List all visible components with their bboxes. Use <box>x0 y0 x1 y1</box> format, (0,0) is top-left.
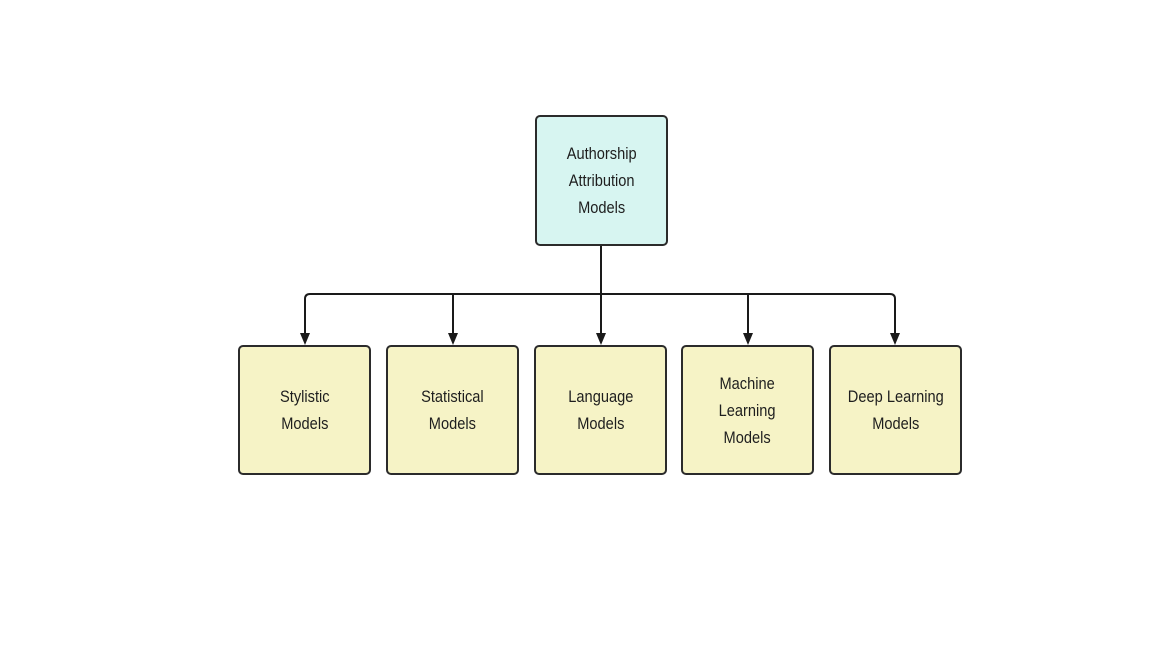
child-node-label: Statistical Models <box>421 387 484 433</box>
child-node-label: Machine Learning Models <box>719 373 776 447</box>
child-node-label: Deep Learning Models <box>847 387 944 433</box>
child-node-statistical-models: Statistical Models <box>386 345 519 475</box>
root-node-authorship-attribution-models: Authorship Attribution Models <box>535 115 668 246</box>
child-node-deep-learning-models: Deep Learning Models <box>829 345 962 475</box>
arrowhead-deep-learning <box>890 333 900 345</box>
child-node-stylistic-models: Stylistic Models <box>238 345 371 475</box>
arrowhead-statistical <box>448 333 458 345</box>
arrowhead-stylistic <box>300 333 310 345</box>
arrowhead-machine-learning <box>743 333 753 345</box>
root-node-label: Authorship Attribution Models <box>566 144 637 217</box>
child-node-language-models: Language Models <box>534 345 667 475</box>
arrowhead-language <box>596 333 606 345</box>
child-node-label: Stylistic Models <box>279 387 330 433</box>
child-node-machine-learning-models: Machine Learning Models <box>681 345 814 475</box>
child-node-label: Language Models <box>567 387 634 433</box>
